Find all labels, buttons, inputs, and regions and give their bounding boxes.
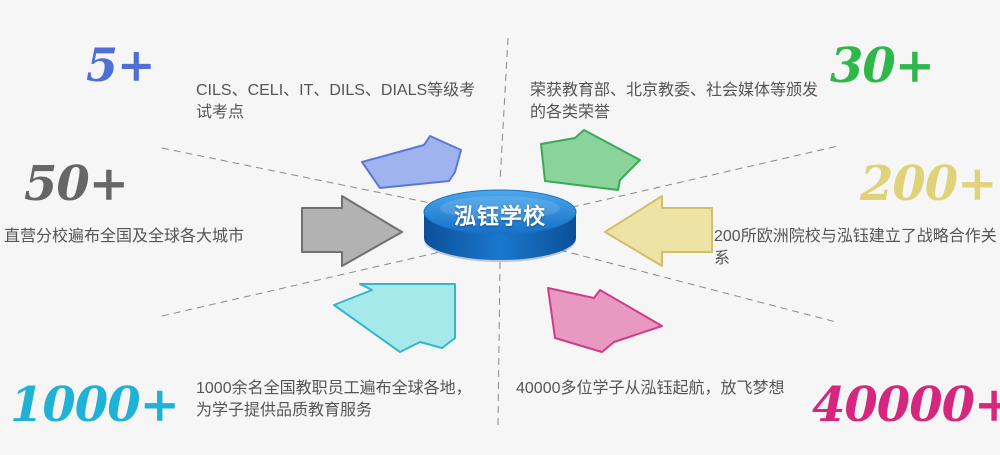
desc-bottom-right: 40000多位学子从泓钰起航，放飞梦想 — [516, 380, 785, 397]
desc-mid-left: 直营分校遍布全国及全球各大城市 — [4, 228, 245, 245]
stat-top-right: 30+ — [830, 38, 935, 94]
arrow-mid-right — [604, 195, 713, 267]
desc-top-right: 荣获教育部、北京教委、社会媒体等颁发的各类荣誉 — [530, 82, 819, 121]
desc-bottom-left: 1000余名全国教职员工遍布全球各地，为学子提供品质教育服务 — [196, 380, 472, 419]
arrow-mid-left — [301, 195, 403, 267]
stat-top-left: 5+ — [86, 38, 156, 92]
desc-top-left: CILS、CELI、IT、DILS、DIALS等级考试考点 — [196, 82, 476, 121]
desc-mid-right: 200所欧洲院校与泓钰建立了战略合作关系 — [714, 228, 997, 267]
stat-mid-left: 50+ — [24, 156, 129, 212]
arrow-bottom-left — [333, 283, 456, 353]
center-label: 泓钰学校 — [453, 204, 546, 229]
arrow-top-left — [361, 135, 462, 189]
arrow-top-right — [540, 129, 641, 191]
stat-bottom-right: 40000+ — [812, 377, 1000, 433]
stat-mid-right: 200+ — [860, 156, 997, 212]
stat-bottom-left: 1000+ — [10, 377, 180, 433]
center-disk — [423, 189, 577, 262]
divider-line-vertical-bottom — [497, 261, 501, 426]
divider-line-vertical-top — [499, 37, 509, 183]
arrow-bottom-right — [547, 287, 663, 353]
